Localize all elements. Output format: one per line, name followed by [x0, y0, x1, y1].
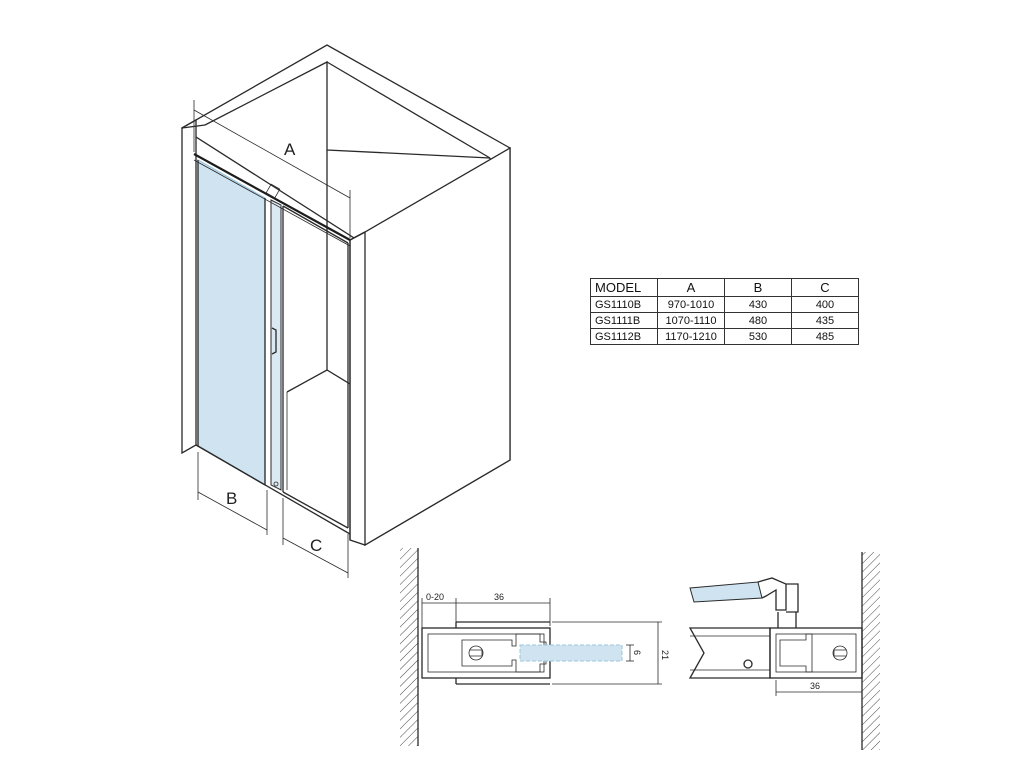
table-row: GS1110B 970-1010 430 400 — [590, 296, 859, 313]
cell-a: 1070-1110 — [657, 312, 725, 329]
header-a: A — [657, 278, 725, 297]
cell-a: 970-1010 — [657, 296, 725, 313]
spec-table: MODEL A B C GS1110B 970-1010 430 400 GS1… — [590, 278, 859, 345]
cell-c: 485 — [791, 328, 859, 345]
cell-model: GS1112B — [590, 328, 658, 345]
table-row: GS1111B 1070-1110 480 435 — [590, 312, 859, 329]
dim-glass-label: 6 — [632, 650, 642, 655]
cell-b: 480 — [724, 312, 792, 329]
dim-gap-label: 0-20 — [426, 592, 444, 602]
dimension-label-b: B — [226, 489, 237, 508]
right-profile-detail: 36 — [688, 552, 880, 750]
left-profile-detail: 0-20 36 6 21 — [400, 548, 670, 746]
right-upper-glass — [689, 581, 763, 603]
shower-enclosure-drawing: A B C — [180, 44, 511, 578]
right-detail-wall — [862, 552, 880, 750]
left-detail-wall — [400, 548, 418, 746]
dim-width-label-right: 36 — [810, 681, 820, 691]
spec-table-header: MODEL A B C — [590, 278, 859, 297]
header-b: B — [724, 278, 792, 297]
left-wall — [181, 118, 197, 455]
cell-b: 530 — [724, 328, 792, 345]
door-handle — [271, 327, 277, 355]
dim-height-label: 21 — [660, 650, 670, 660]
cell-model: GS1111B — [590, 312, 658, 329]
cell-c: 435 — [791, 312, 859, 329]
header-model: MODEL — [590, 278, 658, 297]
fixed-glass-panel — [197, 158, 266, 487]
cell-c: 400 — [791, 296, 859, 313]
dim-width-label-left: 36 — [494, 592, 504, 602]
cell-model: GS1110B — [590, 296, 658, 313]
table-row: GS1112B 1170-1210 530 485 — [590, 328, 859, 345]
top-rail — [193, 153, 351, 241]
cell-b: 430 — [724, 296, 792, 313]
dimension-label-a: A — [284, 140, 296, 159]
dimension-label-c: C — [310, 536, 322, 555]
back-wall-inner — [204, 60, 491, 159]
shower-floor — [286, 369, 351, 393]
right-wall-profile — [769, 627, 863, 679]
header-c: C — [791, 278, 859, 297]
cell-a: 1170-1210 — [657, 328, 725, 345]
right-door-glass — [688, 627, 771, 679]
left-glass-section — [519, 644, 623, 662]
